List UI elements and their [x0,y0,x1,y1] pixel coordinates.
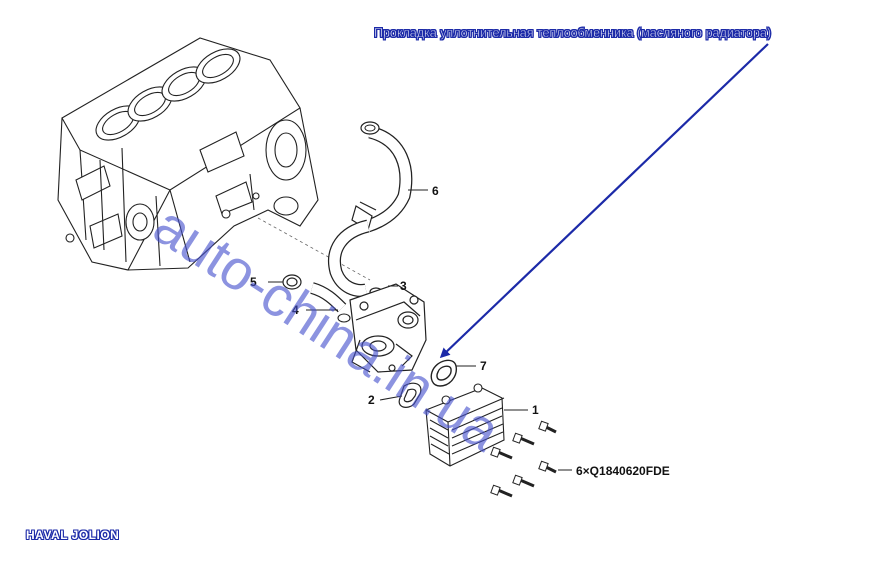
oil-cooler-1 [425,383,505,467]
bolt [490,446,513,460]
callout-arrow [439,43,769,359]
gasket-2 [398,382,422,408]
bolt [490,484,513,498]
part-number-3: 3 [400,279,407,293]
bolt [512,432,535,446]
part-number-6: 6 [432,184,439,198]
part-number-5: 5 [250,275,257,289]
oil-filter-housing [349,283,427,373]
hose-lower [328,219,370,297]
leader-lines [268,189,572,471]
bolt [538,420,557,434]
part-number-1: 1 [532,403,539,417]
model-label: HAVAL JOLION [26,528,120,542]
gasket-7 [430,359,457,387]
callout-label: Прокладка уплотнительная теплообменника … [374,26,772,41]
bolts [490,420,557,498]
engine-block-drawing [57,37,319,271]
hose-upper [360,121,413,233]
bolt [538,460,557,474]
part-number-2: 2 [368,393,375,407]
bolt [512,474,535,488]
part-number-7: 7 [480,359,487,373]
part-number-4: 4 [292,303,299,317]
bolt-part-code: 6×Q1840620FDE [576,464,670,478]
short-hose-4 [310,282,351,323]
